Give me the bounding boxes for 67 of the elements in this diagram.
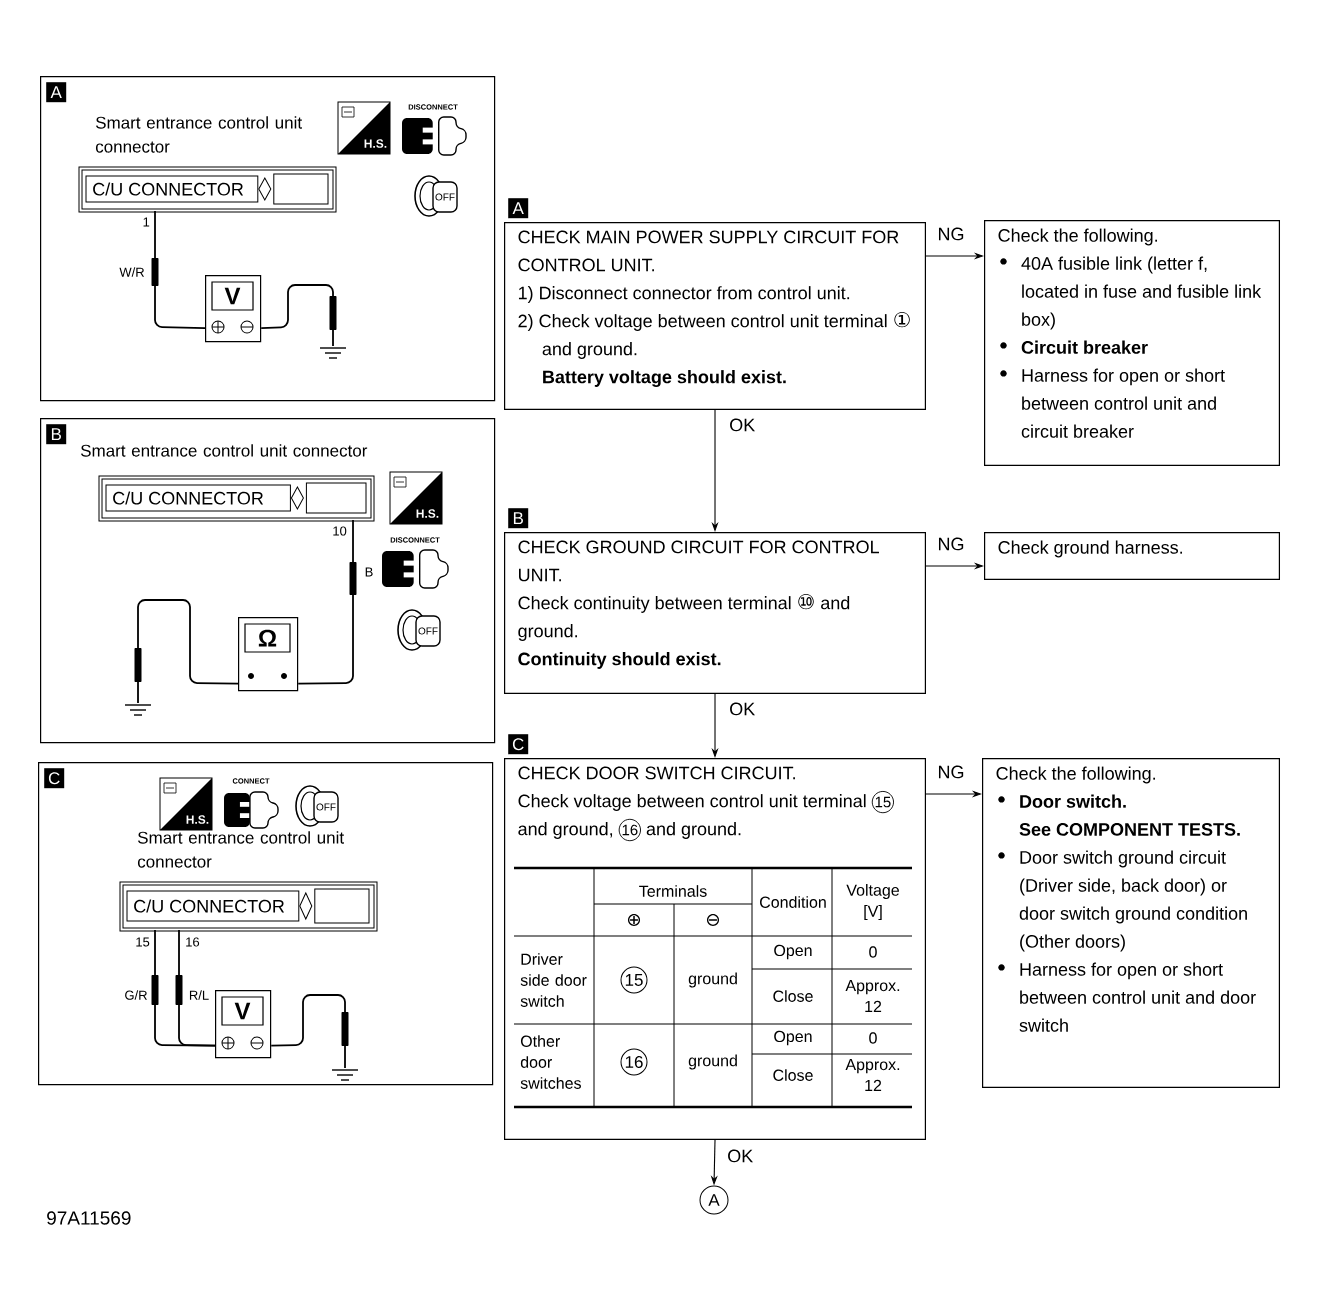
pin-number: 16 [186, 937, 200, 947]
node-label: CHECK MAIN POWER SUPPLY CIRCUIT FOR CONTROL UNIT. [518, 230, 899, 272]
step-box: CHECK GROUND CIRCUIT FOR CONTROL UNIT. Check continuity between terminal ⑩ and ground. Continuity should exist. [504, 532, 926, 694]
ground-symbol [319, 347, 347, 359]
step-box: Check the following. Door switch. See COMPONENT TESTS. Door switch ground circuit (Driver side, back door) or door switch ground condition (Other doors) Harness for open or short between control unit and door switch [982, 758, 1280, 1088]
step-box: Check ground harness. [984, 532, 1280, 580]
node-label: 1) Disconnect connector from control unit. [518, 286, 850, 303]
wire [137, 599, 239, 704]
connector-drawing: C/U CONNECTOR [98, 475, 375, 522]
edge-label: W/R [118, 266, 146, 278]
table-cell: Open [774, 944, 812, 960]
connector-drawing: C/U CONNECTOR [78, 166, 337, 213]
table-cell: Other door switches [520, 1035, 581, 1089]
edge-label: OK [726, 1148, 755, 1164]
section-badge: A [46, 82, 67, 103]
edge-label: NG [936, 226, 966, 242]
circled-number: 16 [620, 1048, 648, 1076]
table-cell: Approx. 12 [845, 1059, 900, 1091]
step-box: Check the following. 40A fusible link (letter f, located in fuse and fusible link box) Circuit breaker Harness for open or short between control unit and circuit breaker [984, 220, 1280, 466]
table-header: Terminals [639, 885, 707, 897]
table-header: Condition [760, 896, 826, 908]
ground-symbol [124, 704, 152, 716]
edge-label: NG [936, 536, 966, 552]
wire [154, 210, 206, 329]
table-cell: ground [688, 972, 737, 988]
meter-drawing: Ω [238, 617, 299, 692]
table-cell: Driver side door switch [520, 953, 587, 1007]
pin-number: 10 [333, 526, 347, 536]
section-badge: C [508, 734, 529, 755]
panel-label: Smart entrance control unit connector [137, 831, 344, 868]
wire [178, 929, 216, 1047]
node-label: 2) Check voltage between control unit terminal ① and ground. [518, 311, 910, 359]
table-cell: Close [773, 1069, 813, 1081]
table-cell: 0 [869, 1032, 877, 1044]
edge-label: NG [936, 764, 966, 780]
figure-number: 97A11569 [47, 1211, 131, 1225]
meter-drawing: V [215, 990, 272, 1059]
edge-label: OK [728, 417, 757, 433]
connector-drawing: C/U CONNECTOR [119, 881, 378, 932]
panel-label: Smart entrance control unit connector [95, 116, 302, 153]
pin-number: 1 [143, 217, 150, 227]
table-header: ⊖ [707, 913, 720, 927]
table-cell: Approx. 12 [845, 980, 900, 1012]
wire [260, 284, 334, 347]
table-cell: Open [774, 1030, 812, 1046]
step-box: CHECK MAIN POWER SUPPLY CIRCUIT FOR CONTROL UNIT. 1) Disconnect connector from control unit. 2) Check voltage between control unit terminal ① and ground. Battery voltage should exist. [504, 222, 926, 410]
edge-label: G/R [123, 989, 149, 1001]
pin-number: 15 [136, 937, 150, 947]
table-cell: Close [773, 990, 813, 1002]
table-cell: ground [688, 1054, 737, 1070]
node-label: Battery voltage should exist. [543, 370, 786, 387]
edge-label: OK [728, 701, 757, 717]
table-cell: 0 [869, 946, 877, 958]
table-header: ⊕ [628, 913, 641, 927]
edge-label: B [363, 566, 375, 578]
panel-label: Smart entrance control unit connector [80, 444, 368, 457]
wire [297, 519, 354, 685]
edge-label: R/L [187, 989, 211, 1001]
circled-number: 15 [620, 966, 648, 994]
section-badge: C [44, 768, 65, 789]
section-badge: A [508, 198, 529, 219]
ground-symbol [331, 1069, 359, 1081]
section-badge: B [508, 508, 529, 529]
meter-drawing: V [205, 275, 262, 343]
section-badge: B [46, 424, 67, 445]
table-header: Voltage [V] [846, 884, 899, 920]
wire [270, 994, 346, 1069]
